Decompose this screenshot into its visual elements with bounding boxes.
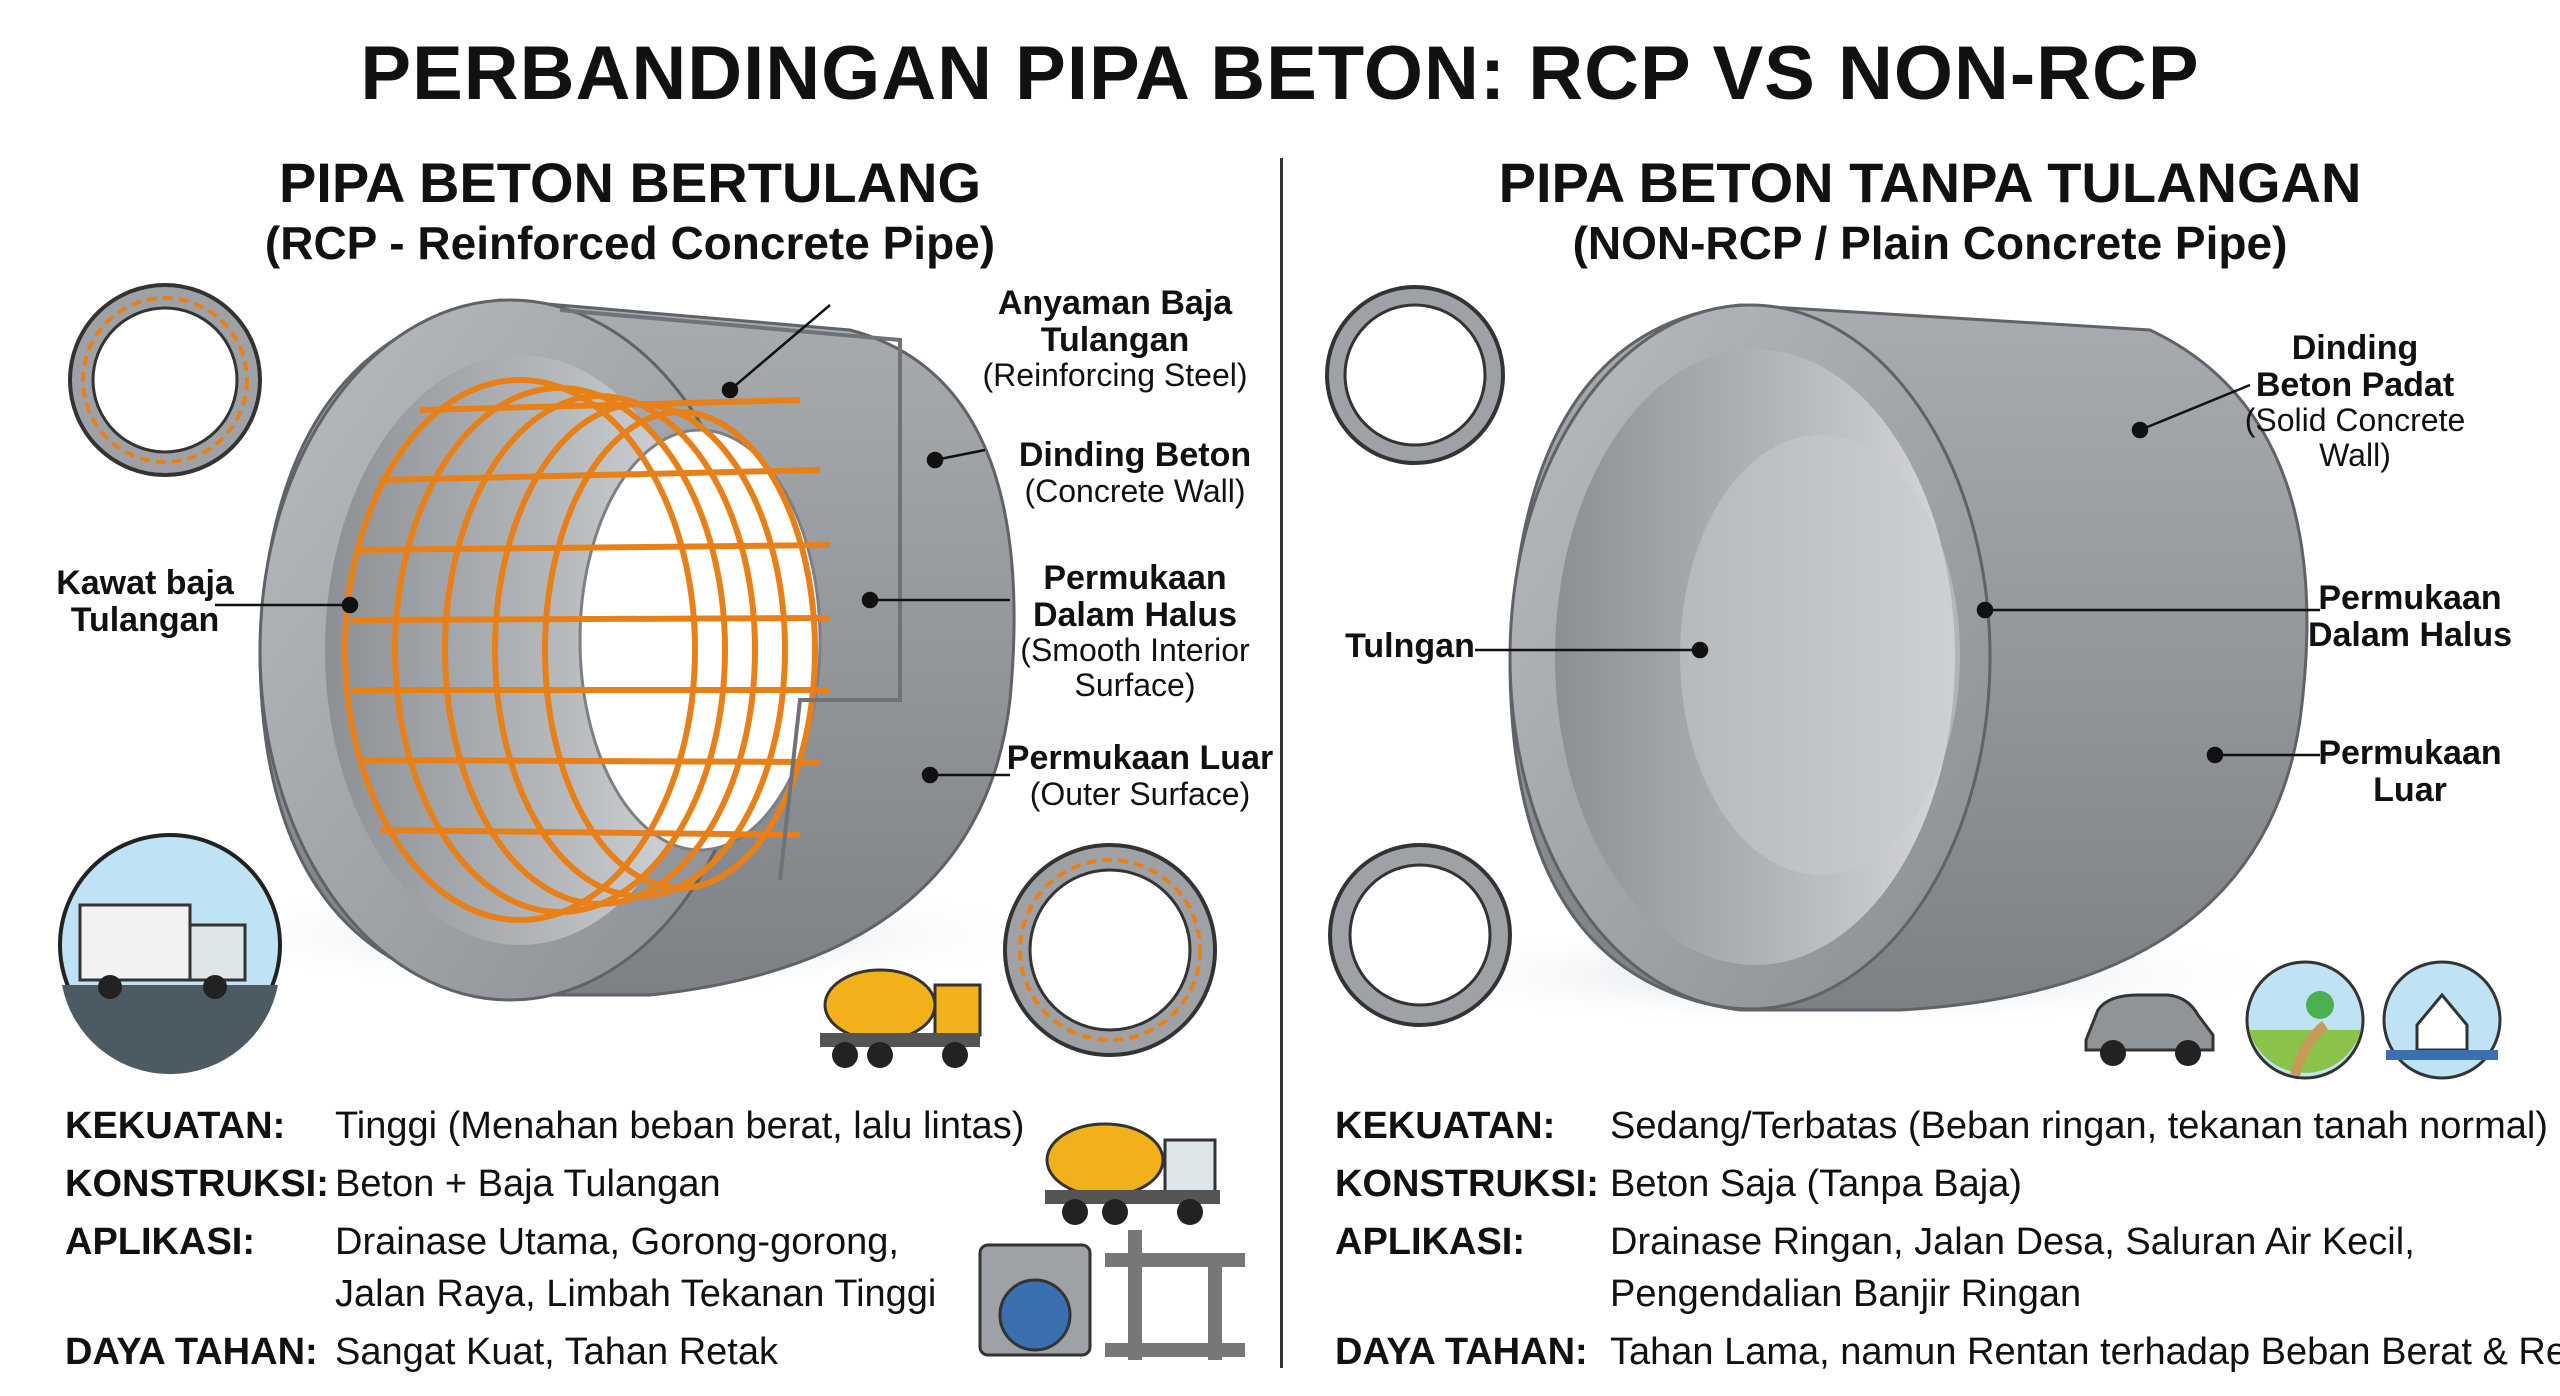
property-value: Sangat Kuat, Tahan Retak (335, 1331, 778, 1373)
property-value: Pengendalian Banjir Ringan (1610, 1273, 2082, 1315)
property-value: Sedang/Terbatas (Beban ringan, tekanan t… (1610, 1105, 2548, 1147)
property-value: Drainase Utama, Gorong-gorong, (335, 1221, 899, 1263)
property-key: APLIKASI: (1335, 1221, 1525, 1263)
property-key: DAYA TAHAN: (65, 1331, 318, 1373)
callout-outer-surface-plain: Permukaan Luar (2318, 734, 2502, 809)
center-divider (1280, 158, 1283, 1368)
cement-mixer-truck-icon (1045, 1122, 1220, 1225)
cement-mixer-truck-icon (820, 968, 982, 1068)
village-road-icon (2245, 960, 2365, 1080)
left-heading: PIPA BETON BERTULANG (278, 151, 982, 214)
property-value: Drainase Ringan, Jalan Desa, Saluran Air… (1610, 1221, 2415, 1263)
car-icon (2084, 993, 2215, 1066)
callout-concrete-wall: Dinding Beton (Concrete Wall) (1018, 436, 1252, 509)
plain-properties: KEKUATAN: Sedang/Terbatas (Beban ringan,… (1335, 1105, 2560, 1385)
property-key: KONSTRUKSI: (1335, 1163, 1599, 1205)
plain-pipe-illustration (1370, 303, 2310, 1030)
property-key: KONSTRUKSI: (65, 1163, 329, 1205)
callout-smooth-interior-plain: Permukaan Dalam Halus (2307, 579, 2513, 654)
cross-section-reinforced-icon (1003, 843, 1217, 1057)
property-key: DAYA TAHAN: (1335, 1331, 1588, 1373)
property-key: APLIKASI: (65, 1221, 255, 1263)
rcp-pipe-illustration (160, 298, 1080, 1002)
callout-tulngan: Tulngan (1345, 627, 1475, 665)
pipe-network-icon (1105, 1230, 1245, 1360)
cross-section-plain-icon (1325, 285, 1505, 465)
property-value: Beton + Baja Tulangan (335, 1163, 721, 1205)
property-value: Beton Saja (Tanpa Baja) (1610, 1163, 2022, 1205)
left-subheading: (RCP - Reinforced Concrete Pipe) (264, 217, 996, 269)
house-water-icon (2382, 960, 2502, 1080)
rcp-callout-lines (215, 304, 1010, 784)
property-key: KEKUATAN: (65, 1105, 286, 1147)
property-key: KEKUATAN: (1335, 1105, 1556, 1147)
right-subheading: (NON-RCP / Plain Concrete Pipe) (1572, 217, 2288, 269)
plain-callout-lines (1475, 383, 2320, 764)
property-value: Tinggi (Menahan beban berat, lalu lintas… (335, 1105, 1025, 1147)
callout-steel-mesh: Anyaman Baja Tulangan (Reinforcing Steel… (982, 284, 1248, 394)
cross-section-reinforced-icon (68, 283, 262, 477)
pipe-manhole-icon (978, 1243, 1092, 1357)
cross-section-plain-icon (1328, 843, 1512, 1027)
page-title: PERBANDINGAN PIPA BETON: RCP VS NON-RCP (360, 31, 2200, 116)
callout-steel-wire: Kawat baja Tulangan (56, 564, 234, 639)
property-value: Tahan Lama, namun Rentan terhadap Beban … (1610, 1331, 2560, 1373)
callout-outer-surface: Permukaan Luar (Outer Surface) (1006, 739, 1274, 812)
truck-on-road-icon (58, 833, 282, 1075)
right-heading: PIPA BETON TANPA TULANGAN (1498, 151, 2362, 214)
callout-solid-wall: Dinding Beton Padat (Solid Concrete Wall… (2244, 329, 2466, 473)
callout-smooth-interior: Permukaan Dalam Halus (Smooth Interior S… (1020, 559, 1250, 703)
rcp-properties: KEKUATAN: Tinggi (Menahan beban berat, l… (65, 1105, 1065, 1385)
steel-mesh-icon (342, 377, 831, 923)
property-value: Jalan Raya, Limbah Tekanan Tinggi (335, 1273, 937, 1315)
